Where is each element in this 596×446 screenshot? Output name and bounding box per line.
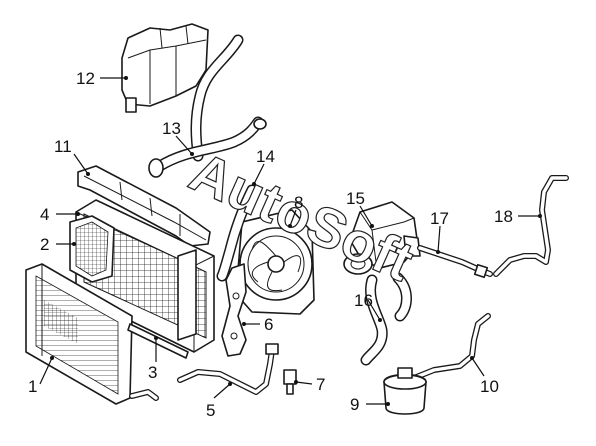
lower-mounting-rail	[127, 323, 189, 359]
callout-10: 10	[480, 377, 499, 396]
callout-2: 2	[40, 235, 49, 254]
callout-labels: 1 2 3 4 5 6 7 8 9 10 11 12 13 14 15 16 1…	[28, 69, 513, 420]
callout-15: 15	[346, 189, 365, 208]
callout-1: 1	[28, 377, 37, 396]
callout-14: 14	[256, 147, 275, 166]
callout-7: 7	[316, 375, 325, 394]
callout-16: 16	[354, 291, 373, 310]
hose-14	[216, 184, 258, 282]
expansion-tank	[121, 23, 209, 113]
radiator-top-duct	[77, 165, 211, 247]
hose-16	[360, 272, 412, 366]
callout-13: 13	[162, 119, 181, 138]
receiver-drier	[383, 367, 427, 415]
mounting-bracket	[221, 263, 247, 357]
callout-12: 12	[76, 69, 95, 88]
callout-11: 11	[54, 137, 72, 156]
filter-panel	[69, 215, 115, 283]
callout-18: 18	[494, 207, 513, 226]
cooling-fan-assembly	[235, 209, 315, 315]
callout-5: 5	[206, 401, 215, 420]
callout-6: 6	[264, 315, 273, 334]
callout-4: 4	[40, 205, 49, 224]
callout-9: 9	[350, 395, 359, 414]
pipe-5	[177, 343, 279, 395]
temperature-sensor	[283, 369, 297, 395]
pipe-17	[417, 245, 493, 279]
pipe-10	[411, 313, 491, 381]
pipe-18	[493, 175, 569, 277]
callout-3: 3	[148, 363, 157, 382]
condenser	[25, 263, 159, 405]
leader-lines	[39, 76, 542, 406]
callout-17: 17	[430, 209, 449, 228]
upper-radiator-hose	[148, 34, 267, 178]
callout-8: 8	[294, 193, 303, 212]
